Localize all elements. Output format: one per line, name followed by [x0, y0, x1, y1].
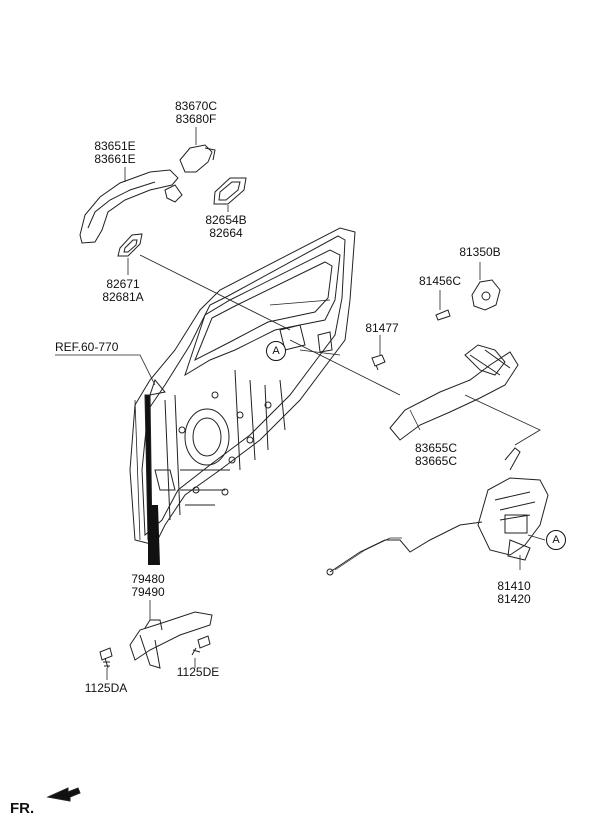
part-number: 83651E: [94, 139, 136, 153]
part-number: 81420: [497, 592, 531, 606]
part-number: 81477: [365, 321, 399, 335]
handle-gasket-drawing: [117, 233, 143, 257]
label-outside-handle: 83651E 83661E: [94, 140, 135, 166]
front-direction-label: FR.: [10, 800, 35, 817]
part-number: 82664: [209, 226, 243, 240]
handle-pad-drawing: [213, 177, 247, 205]
label-handle-base: 83655C 83665C: [415, 442, 457, 468]
label-handle-gasket: 82671 82681A: [102, 278, 143, 304]
label-bolt-1125DE: 1125DE: [177, 666, 219, 679]
release-cable: [329, 521, 483, 573]
label-handle-cover: 83670C 83680F: [175, 100, 217, 126]
reference-label: REF.60-770: [55, 340, 119, 354]
part-number: 82671: [106, 277, 140, 291]
callout-a-latch: A: [546, 530, 566, 550]
label-bolt-81477: 81477: [365, 322, 398, 335]
outside-handle-drawing: [79, 169, 183, 244]
part-number: 81456C: [418, 274, 462, 288]
handle-cover-drawing: [179, 144, 216, 173]
handle-base-drawing: [389, 344, 519, 441]
label-striker-screw: 81456C: [419, 275, 461, 288]
label-latch: 81410 81420: [497, 580, 530, 606]
label-checker: 79480 79490: [131, 573, 164, 599]
part-number: 79490: [131, 585, 165, 599]
bolt-1125DA-drawing: [99, 647, 113, 669]
part-number: 1125DA: [84, 681, 128, 695]
part-number: 79480: [131, 572, 165, 586]
label-bolt-1125DA: 1125DA: [85, 682, 127, 695]
striker-drawing: [435, 279, 501, 321]
part-number: 82654B: [205, 213, 247, 227]
front-arrow: [46, 787, 81, 802]
leader-lines: [55, 127, 546, 680]
latch-drawing: [477, 447, 549, 561]
bolt-1125DE-drawing: [191, 635, 211, 656]
part-number: 1125DE: [176, 665, 220, 679]
part-number: 83670C: [174, 99, 218, 113]
part-number: 83655C: [414, 441, 458, 455]
label-handle-pad: 82654B 82664: [205, 214, 246, 240]
bolt-81477-drawing: [371, 354, 386, 371]
part-number: 81410: [497, 579, 531, 593]
part-number: 83661E: [94, 152, 136, 166]
door-checker-drawing: [129, 611, 213, 669]
part-number: 82681A: [102, 290, 144, 304]
part-number: 81350B: [459, 245, 501, 259]
door-panel-drawing: [129, 227, 356, 565]
part-number: 83680F: [175, 112, 217, 126]
label-striker: 81350B: [459, 246, 500, 259]
part-number: 83665C: [414, 454, 458, 468]
callout-a-door: A: [266, 341, 286, 361]
